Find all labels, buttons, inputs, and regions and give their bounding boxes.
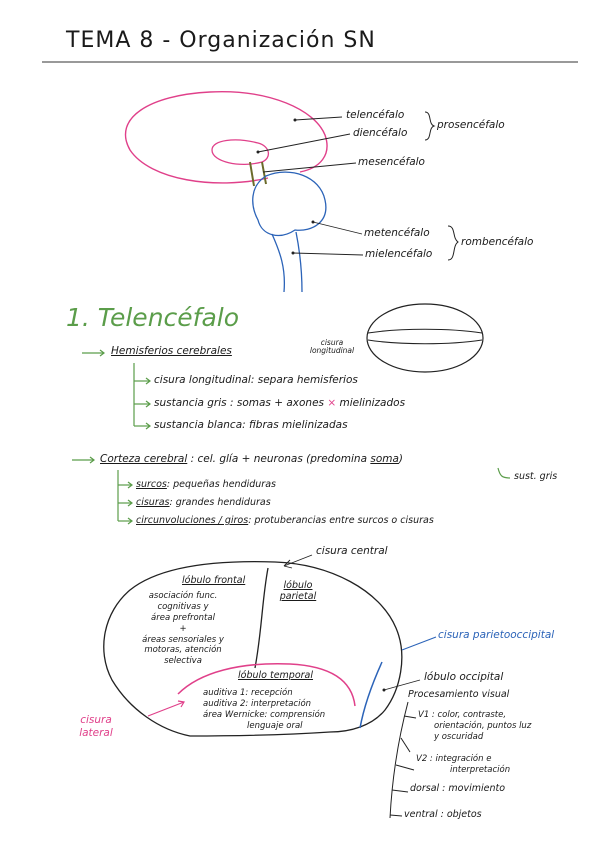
temporal-line-2: auditiva 2: interpretación [203, 699, 312, 710]
dorsal-label: dorsal : movimiento [410, 783, 506, 794]
telencefalo-outline [124, 91, 328, 184]
procesamiento-visual: Procesamiento visual [408, 689, 510, 700]
soma-word: soma [370, 453, 399, 465]
cisura-central-line [254, 567, 269, 669]
label-cisura-central: cisura central [316, 545, 388, 557]
label-mielencefalo: mielencéfalo [365, 248, 433, 260]
hemisferios-item-2-text: sustancia gris : somas + axones [154, 397, 325, 409]
v1-description: V1 : color, contraste, orientación, punt… [418, 710, 531, 743]
longitudinal-word: longitudinal [309, 345, 355, 355]
corteza-item-surcos: surcos: pequeñas hendiduras [136, 480, 276, 490]
cisura-word: cisura [320, 338, 344, 347]
section-heading: 1. Telencéfalo [66, 303, 240, 332]
surcos-def: : pequeñas hendiduras [166, 479, 276, 490]
label-lobulo-occipital: lóbulo occipital [424, 671, 504, 683]
corteza-item-circunvoluciones: circunvoluciones / giros: protuberancias… [136, 516, 434, 526]
v2-line-1: V2 : integración e [416, 754, 492, 764]
metencefalo-outline [252, 171, 327, 237]
label-cisura-lateral: cisura lateral [66, 714, 126, 739]
hemisferios-item-3: sustancia blanca: fibras mielinizadas [154, 419, 348, 431]
frontal-line-2: cognitivas y [157, 601, 209, 612]
mesencefalo-outline [249, 161, 267, 187]
mielencefalo-outline [271, 231, 303, 293]
page-title: TEMA 8 - Organización SN [66, 28, 376, 53]
corteza-desc: : cel. glía + neuronas (predomina [190, 453, 368, 465]
lobulo-temporal-line [177, 663, 356, 707]
hemisferios-item-1: cisura longitudinal: separa hemisferios [154, 374, 358, 386]
surcos-term: surcos [136, 479, 167, 490]
v1-line-1: V1 : color, contraste, [418, 710, 507, 720]
v2-line-2: interpretación [450, 765, 511, 776]
frontal-line-1: asociación func. [148, 591, 218, 601]
label-cisura-parietooccipital: cisura parietooccipital [438, 629, 555, 641]
cisura-lateral-line-2: lateral [79, 726, 113, 739]
cisuras-def: : grandes hendiduras [169, 497, 271, 508]
label-cisura-longitudinal: cisura longitudinal [302, 339, 362, 354]
v1-line-2: orientación, puntos luz [434, 721, 532, 732]
frontal-functions: asociación func. cognitivas y área prefr… [118, 591, 248, 667]
label-diencefalo: diencéfalo [353, 127, 408, 139]
cisura-lateral-line-1: cisura [80, 714, 112, 726]
temporal-functions: auditiva 1: recepción auditiva 2: interp… [203, 688, 325, 732]
label-prosencefalo: prosencéfalo [437, 119, 505, 131]
frontal-line-6: motoras, atención [144, 645, 222, 656]
hemisferios-title: Hemisferios cerebrales [111, 345, 232, 357]
v2-description: V2 : integración e interpretación [416, 754, 510, 776]
v1-line-3: y oscuridad [434, 732, 484, 743]
frontal-line-3: área prefrontal [151, 612, 215, 623]
cisuras-term: cisuras [136, 497, 170, 508]
label-mesencefalo: mesencéfalo [358, 156, 425, 168]
corteza-title: Corteza cerebral [100, 453, 188, 465]
ventral-label: ventral : objetos [404, 809, 482, 820]
label-metencefalo: metencéfalo [364, 227, 430, 239]
circunvoluciones-term: circunvoluciones / giros [136, 515, 249, 526]
parietal-line-2: parietal [279, 591, 317, 603]
label-lobulo-frontal: lóbulo frontal [182, 575, 246, 586]
frontal-line-5: áreas sensoriales y [142, 634, 224, 645]
label-lobulo-parietal: lóbulo parietal [272, 580, 324, 603]
corteza-item-cisuras: cisuras: grandes hendiduras [136, 498, 271, 508]
temporal-line-1: auditiva 1: recepción [203, 688, 293, 698]
parietal-line-1: lóbulo [283, 580, 313, 591]
close-paren: ) [398, 453, 404, 465]
label-telencefalo: telencéfalo [346, 109, 405, 121]
sust-gris-note: sust. gris [514, 471, 558, 482]
frontal-line-7: selectiva [164, 656, 202, 667]
mielinizados-word: mielinizados [339, 397, 406, 409]
diencefalo-outline [211, 139, 269, 165]
cross-mark: × [327, 397, 337, 409]
corteza-line: Corteza cerebral : cel. glía + neuronas … [100, 454, 403, 465]
temporal-line-3: área Wernicke: comprensión [203, 710, 326, 721]
temporal-line-4: lenguaje oral [247, 721, 303, 732]
brain-outline [103, 561, 403, 737]
circunvoluciones-def: : protuberancias entre surcos o cisuras [248, 515, 434, 526]
hemisferios-item-2: sustancia gris : somas + axones × mielin… [154, 398, 405, 409]
frontal-line-4: + [179, 623, 187, 634]
label-lobulo-temporal: lóbulo temporal [238, 670, 314, 681]
cisura-parietooccipital-line [359, 661, 383, 729]
label-rombencefalo: rombencéfalo [461, 236, 534, 248]
